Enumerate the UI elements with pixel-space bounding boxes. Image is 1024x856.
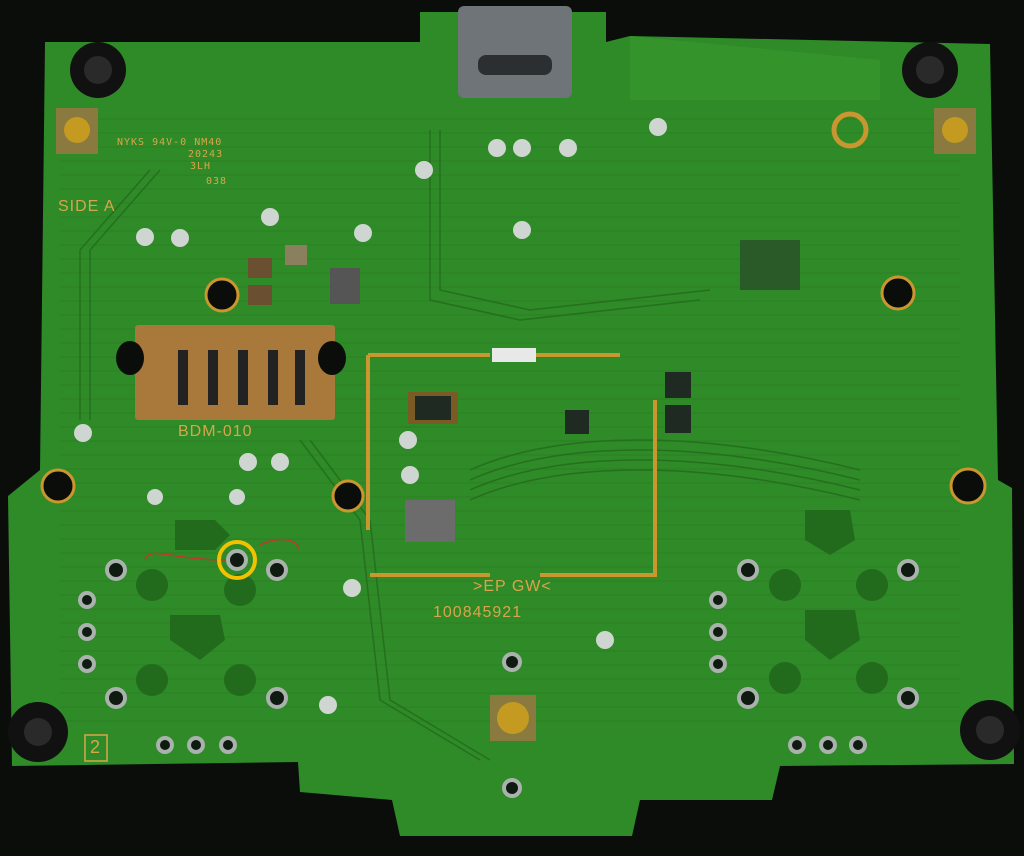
gold-traces [366,353,657,577]
board-marking-3: 3LH [190,161,212,172]
board-marking-2: 20243 [188,149,224,160]
yellow-circle-annotation [217,540,257,580]
corner-number-label: 2 [90,737,102,757]
side-label: SIDE A [58,198,116,215]
mounting-holes [8,42,1020,762]
connector-label: BDM-010 [178,423,253,440]
vias [74,118,667,714]
connector-pins [178,350,305,405]
ics [248,240,800,542]
red-trace-annotation [144,538,299,561]
tactile-buttons [56,108,976,741]
button-pads [136,510,888,696]
board-marking-4: 038 [206,176,228,187]
board-marking-1: NYKS 94V-0 NM40 [117,137,223,148]
traces [79,130,861,761]
usb-c-port [458,6,572,98]
part-number-label: 100845921 [433,604,523,621]
ep-gw-label: >EP GW< [473,578,552,595]
plated-holes [78,549,919,798]
